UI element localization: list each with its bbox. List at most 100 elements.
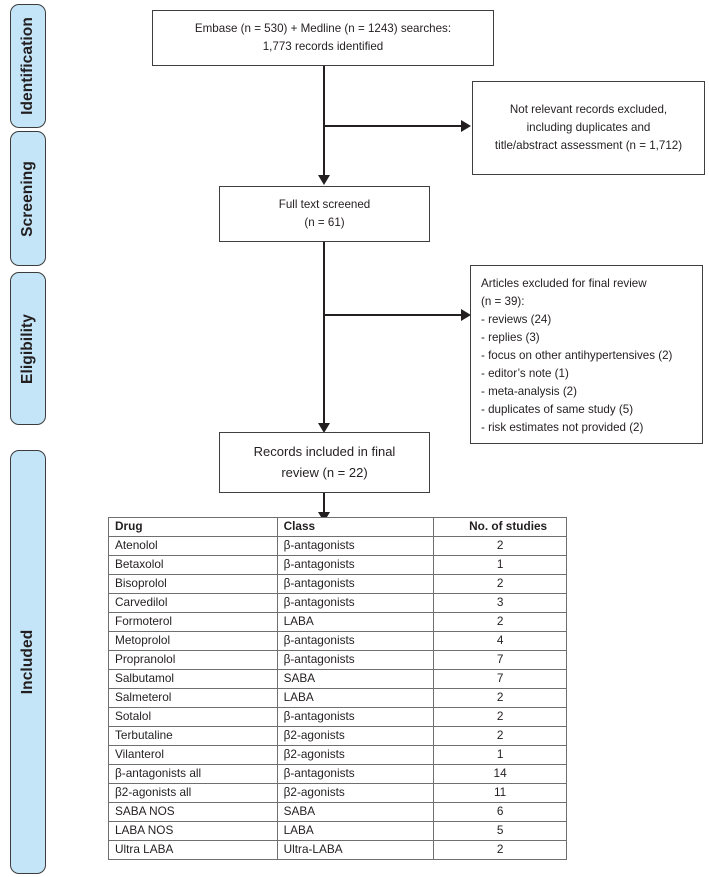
cell-class: β-antagonists [276,574,435,594]
cell-drug: Ultra LABA [108,840,278,860]
cell-drug: Metoprolol [108,631,278,651]
cell-drug: SABA NOS [108,802,278,822]
cell-class: β-antagonists [276,631,435,651]
cell-class: SABA [276,802,435,822]
full-text-box-line-2: (n = 61) [304,216,345,229]
identification-box-line-1: Embase (n = 530) + Medline (n = 1243) se… [194,22,452,36]
cell-no-of-studies: 1 [433,745,567,765]
screening-exclusion-box: Not relevant records excluded, including… [472,81,705,175]
cell-drug: Sotalol [108,707,278,727]
cell-no-of-studies: 2 [433,612,567,632]
cell-class: SABA [276,669,435,689]
phase-identification-label: Identification [19,17,36,115]
phase-included: Included [10,450,46,874]
cell-drug: Salmeterol [108,688,278,708]
phase-included-label: Included [19,629,36,695]
phase-screening: Screening [10,131,46,266]
included-records-box: Records included in final review (n = 22… [219,432,430,493]
cell-drug: Propranolol [108,650,278,670]
cell-drug: β-antagonists all [108,764,278,784]
cell-no-of-studies: 3 [433,593,567,613]
cell-drug: Formoterol [108,612,278,632]
connector-included-to-table [323,493,325,515]
phase-eligibility: Eligibility [10,272,46,425]
cell-drug: LABA NOS [108,821,278,841]
cell-drug: Terbutaline [108,726,278,746]
cell-class: β-antagonists [276,593,435,613]
cell-no-of-studies: 5 [433,821,567,841]
connector-to-eligibility-exclusion [324,314,464,316]
connector-to-screening-exclusion [324,125,464,127]
cell-no-of-studies: 14 [433,764,567,784]
column-header-no-of-studies: No. of studies [433,517,567,537]
cell-no-of-studies: 2 [433,840,567,860]
cell-no-of-studies: 6 [433,802,567,822]
cell-class: LABA [276,688,435,708]
cell-class: Ultra-LABA [276,840,435,860]
arrowhead-to-included [318,423,330,433]
eligibility-exclusion-line-3: - reviews (24) [481,312,552,326]
cell-drug: Bisoprolol [108,574,278,594]
screening-exclusion-line-2: including duplicates and [526,121,651,135]
connector-fulltext-to-included [323,241,325,425]
included-box-line-1: Records included in final [253,444,396,460]
cell-no-of-studies: 1 [433,555,567,575]
included-box-line-2: review (n = 22) [281,464,368,480]
cell-class: β2-agonists [276,745,435,765]
cell-drug: Carvedilol [108,593,278,613]
cell-no-of-studies: 7 [433,650,567,670]
cell-class: β-antagonists [276,764,435,784]
cell-no-of-studies: 2 [433,688,567,708]
cell-class: β2-agonists [276,783,435,803]
cell-class: β-antagonists [276,650,435,670]
phase-identification: Identification [10,4,46,128]
cell-no-of-studies: 4 [433,631,567,651]
cell-drug: Salbutamol [108,669,278,689]
eligibility-exclusion-line-6: - editor’s note (1) [481,366,569,380]
arrowhead-to-fulltext [318,175,330,185]
cell-no-of-studies: 2 [433,536,567,556]
cell-no-of-studies: 2 [433,707,567,727]
column-header-class: Class [276,517,435,537]
arrowhead-to-eligibility-exclusion [461,309,471,321]
cell-drug: Atenolol [108,536,278,556]
full-text-screened-box: Full text screened (n = 61) [219,186,430,242]
cell-class: β-antagonists [276,707,435,727]
eligibility-exclusion-line-8: - duplicates of same study (5) [481,402,634,416]
arrowhead-to-screening-exclusion [461,120,471,132]
screening-exclusion-line-3: title/abstract assessment (n = 1,712) [494,138,683,152]
screening-exclusion-line-1: Not relevant records excluded, [509,103,668,117]
cell-no-of-studies: 7 [433,669,567,689]
phase-eligibility-label: Eligibility [19,313,36,384]
cell-class: β-antagonists [276,555,435,575]
table-header-row: Drug Class No. of studies [108,517,567,537]
connector-identification-to-fulltext [323,65,325,177]
cell-drug: Betaxolol [108,555,278,575]
phase-screening-label: Screening [19,160,36,237]
identification-box: Embase (n = 530) + Medline (n = 1243) se… [152,10,494,66]
cell-class: β-antagonists [276,536,435,556]
cell-drug: Vilanterol [108,745,278,765]
eligibility-exclusion-line-5: - focus on other antihypertensives (2) [481,348,673,362]
identification-box-line-2: 1,773 records identified [262,40,384,53]
cell-no-of-studies: 11 [433,783,567,803]
cell-class: LABA [276,612,435,632]
